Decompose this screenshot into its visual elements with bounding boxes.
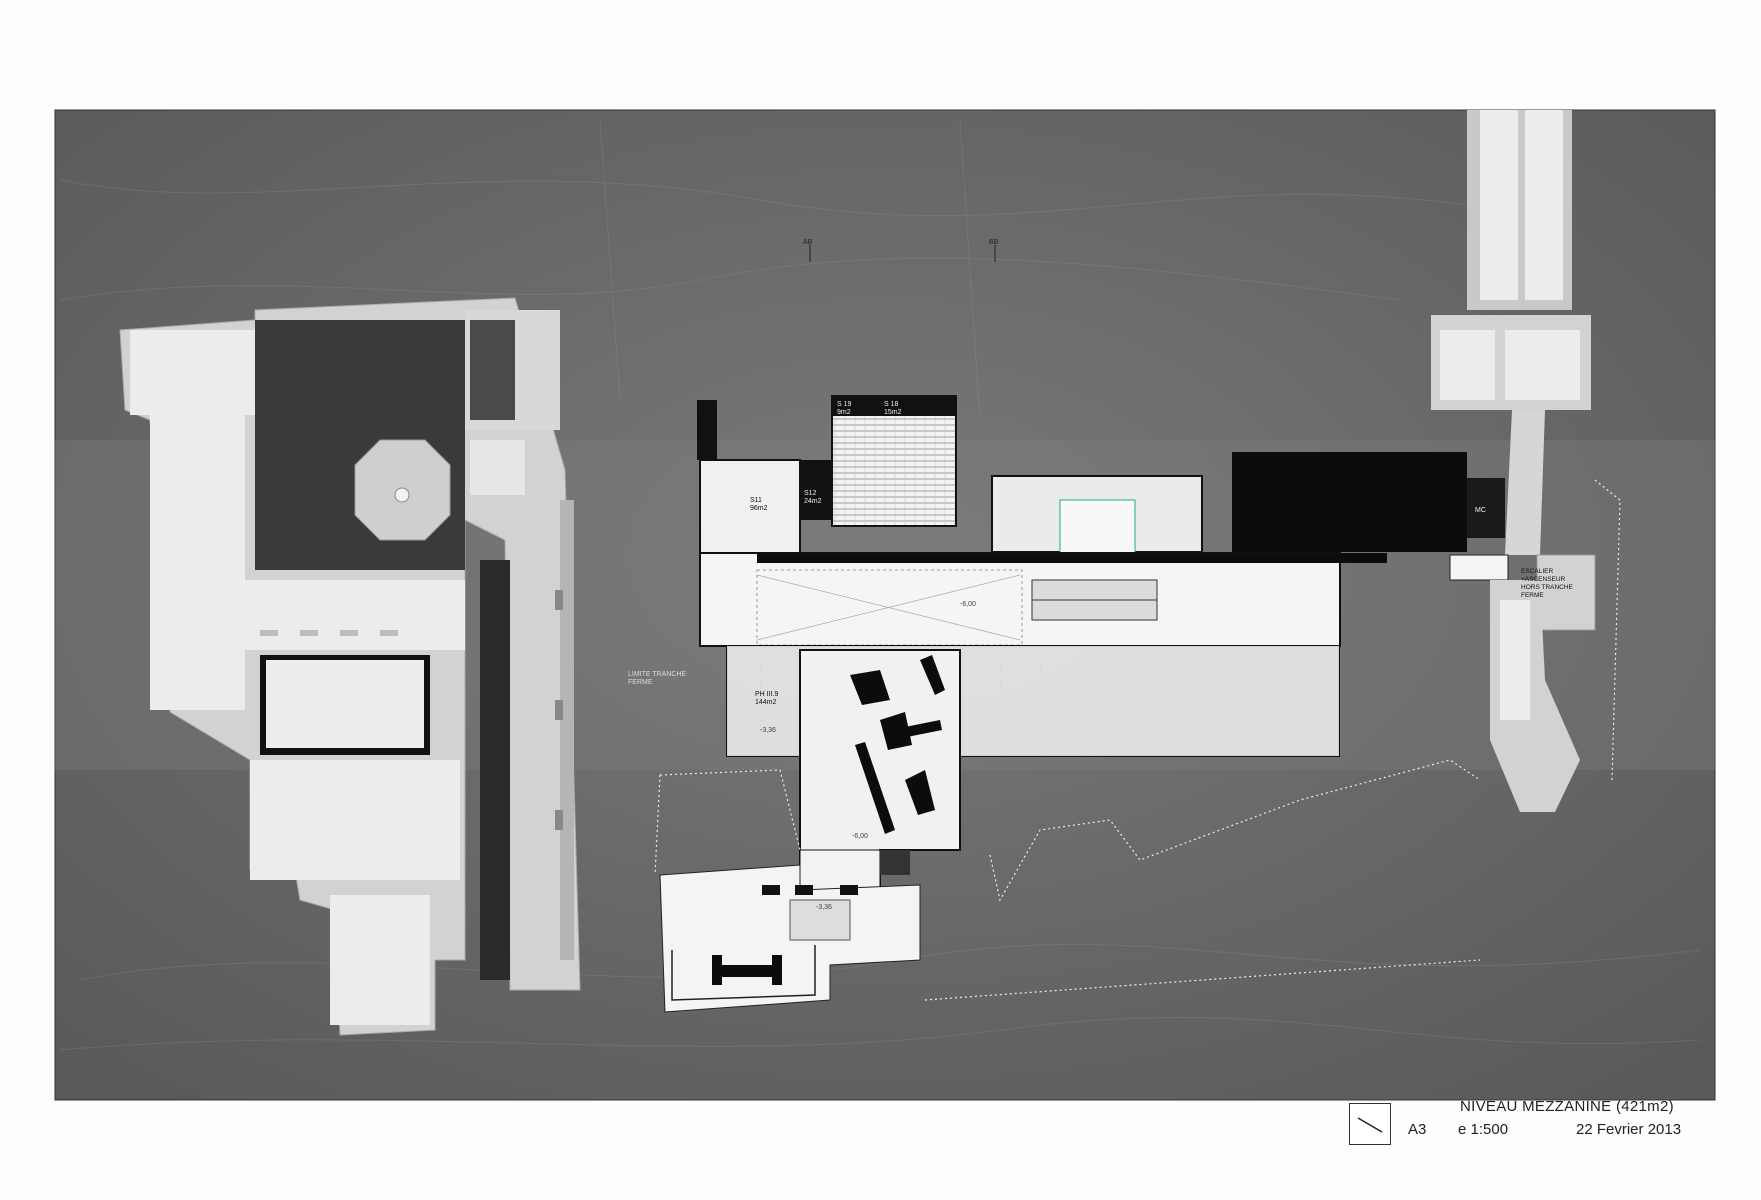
room-s19-area: 9m2	[837, 409, 851, 416]
left-wing-west	[150, 410, 245, 710]
note-stair-2: +ASCENSEUR	[1521, 576, 1566, 583]
south-connector	[799, 849, 881, 891]
room-ph-area: 144m2	[755, 699, 777, 706]
room-s12-name: S12	[804, 490, 817, 497]
sheet-date: 22 Fevrier 2013	[1576, 1121, 1682, 1138]
bench-shape	[715, 965, 780, 977]
section-label-b: BB	[989, 239, 999, 246]
exhibit-walls	[850, 655, 945, 834]
room-s12	[800, 460, 832, 520]
left-south-block	[330, 895, 430, 1025]
room-s11-area: 96m2	[750, 505, 768, 512]
level-labels: -3,36 -6,00 -3,36 -6,00	[760, 601, 976, 911]
left-wing-top	[130, 330, 260, 415]
room-s11-name: S11	[750, 497, 762, 504]
sheet-scale: e 1:500	[1458, 1121, 1509, 1138]
room-mc: MC	[1475, 507, 1486, 514]
section-marker-b: BB	[989, 239, 999, 262]
left-dark-strip	[480, 560, 510, 980]
left-court	[255, 320, 465, 570]
right-building	[1431, 110, 1596, 812]
level-1: -3,36	[760, 727, 776, 734]
main-hall	[699, 552, 1341, 647]
room-labels: S 19 9m2 S 18 15m2 S11 96m2 S12 24m2 MC …	[750, 401, 1486, 706]
section-marker-a: AB	[803, 239, 813, 262]
section-label-a: AB	[803, 239, 813, 246]
note-stair-3: HORS TRANCHE	[1521, 584, 1574, 591]
level-4: -6,00	[960, 601, 976, 608]
room-s18-area: 15m2	[884, 409, 902, 416]
room-s12-area: 24m2	[804, 498, 822, 505]
note-limit-1: LIMITE TRANCHE	[628, 671, 687, 678]
stair-mc	[1467, 478, 1505, 538]
site-limit-lines	[654, 479, 1621, 1001]
note-limit: LIMITE TRANCHE FERME	[628, 671, 687, 686]
stair-tower-west	[697, 400, 717, 460]
note-stair: ESCALIER +ASCENSEUR HORS TRANCHE FERME	[1521, 568, 1574, 599]
stair-lift	[1449, 554, 1509, 581]
left-lower-block	[250, 760, 460, 880]
north-arrow-icon	[1349, 1103, 1391, 1145]
room-ph-name: PH III.9	[755, 691, 778, 698]
central-building	[654, 395, 1621, 1013]
note-stair-4: FERME	[1521, 592, 1544, 599]
sheet-title: NIVEAU MEZZANINE (421m2)	[1460, 1098, 1674, 1115]
sheet-format: A3	[1408, 1121, 1427, 1138]
level-3: -3,36	[816, 904, 832, 911]
left-corridor	[240, 580, 465, 650]
note-limit-2: FERME	[628, 679, 653, 686]
level-2: -6,00	[852, 833, 868, 840]
note-stair-1: ESCALIER	[1521, 568, 1553, 575]
room-s19-name: S 19	[837, 401, 852, 408]
black-volume	[1232, 452, 1467, 552]
left-building	[119, 297, 581, 1036]
room-s18-name: S 18	[884, 401, 899, 408]
